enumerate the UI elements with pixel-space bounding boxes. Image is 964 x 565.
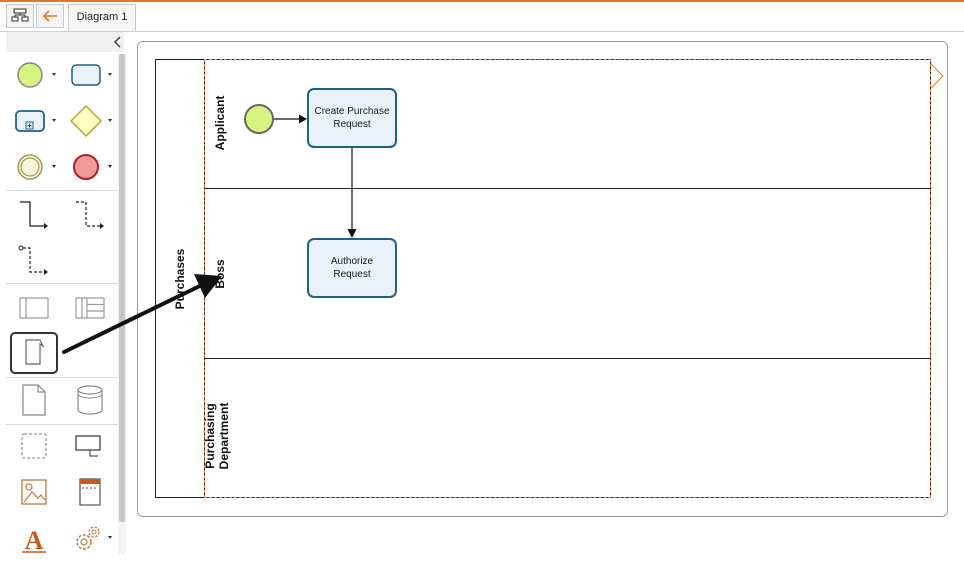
data-object-tool[interactable] [16, 334, 52, 370]
message-flow-tool[interactable] [72, 196, 108, 232]
lane-label-purchasing-department: Purchasing Department [203, 391, 235, 481]
start-event[interactable] [244, 104, 274, 134]
gear-icon [76, 526, 112, 550]
lane-label-line: Purchasing [203, 403, 217, 469]
task-label-line: Request [333, 269, 371, 280]
annotation-icon [75, 435, 101, 457]
task-create-purchase-request[interactable]: Create Purchase Request [307, 88, 397, 148]
subprocess-tool[interactable] [12, 103, 64, 139]
document-tool[interactable] [16, 382, 52, 418]
expand-handle-icon[interactable] [929, 62, 949, 90]
accent-line [0, 0, 964, 2]
data-store-icon [77, 385, 103, 415]
data-store-tool[interactable] [72, 382, 108, 418]
pool-tool[interactable] [16, 290, 52, 326]
subprocess-icon [15, 110, 56, 132]
start-event-tool[interactable] [12, 57, 64, 93]
pool-icon [19, 297, 49, 319]
custom-shapes-tool[interactable] [70, 520, 122, 556]
gateway-icon [69, 104, 112, 138]
pool-label: Purchases [173, 248, 187, 310]
intermediate-event-icon [17, 154, 56, 180]
image-tool[interactable] [16, 474, 52, 510]
header-icon [79, 478, 101, 506]
data-object-icon [25, 339, 45, 365]
top-bar: Diagram 1 [0, 0, 964, 32]
back-arrow-icon [42, 10, 57, 22]
message-flow-icon [76, 201, 104, 229]
image-icon [21, 479, 47, 505]
group-icon [21, 433, 47, 459]
svg-text:A: A [25, 526, 44, 555]
pool[interactable] [155, 59, 931, 498]
task-tool[interactable] [68, 57, 120, 93]
sequence-flow-tool[interactable] [16, 196, 52, 232]
lane-divider [205, 188, 931, 189]
task-icon [71, 64, 112, 86]
text-tool[interactable]: A [16, 520, 52, 556]
shape-palette: A [0, 32, 128, 565]
task-authorize-request[interactable]: Authorize Request [307, 238, 397, 298]
task-label-line: Request [333, 119, 371, 130]
task-label-line: Authorize [330, 256, 374, 267]
document-icon [22, 384, 46, 416]
palette-separator [6, 424, 118, 425]
lane-label-boss: Boss [213, 259, 227, 289]
annotation-tool[interactable] [72, 428, 108, 464]
task-label-line: Create Purchase [314, 106, 390, 117]
palette-separator [6, 377, 118, 378]
collapse-chevron-icon [113, 36, 121, 48]
palette-highlight [10, 332, 58, 374]
palette-separator [6, 283, 118, 284]
lane-label-line: Department [217, 402, 231, 470]
tab-diagram-1[interactable]: Diagram 1 [68, 4, 136, 32]
diagram-overview-button[interactable] [6, 4, 34, 28]
intermediate-event-tool[interactable] [12, 149, 64, 185]
text-icon: A [22, 526, 46, 555]
palette-separator [6, 190, 118, 191]
lane-divider [205, 358, 931, 359]
association-tool[interactable] [16, 242, 52, 278]
gateway-tool[interactable] [68, 103, 120, 139]
lanes-tool[interactable] [72, 290, 108, 326]
palette-header [6, 32, 124, 52]
diagram-overview-icon [11, 8, 29, 22]
lanes-icon [75, 297, 105, 319]
back-button[interactable] [36, 4, 64, 28]
end-event-tool[interactable] [68, 149, 120, 185]
sequence-flow-icon [20, 201, 48, 229]
lane-label-applicant: Applicant [213, 95, 227, 151]
group-tool[interactable] [16, 428, 52, 464]
collapse-palette-button[interactable] [110, 34, 124, 50]
end-event-icon [73, 154, 112, 180]
start-event-icon [17, 62, 56, 88]
association-icon [18, 245, 48, 275]
header-tool[interactable] [72, 474, 108, 510]
top-bar-border [0, 31, 964, 32]
